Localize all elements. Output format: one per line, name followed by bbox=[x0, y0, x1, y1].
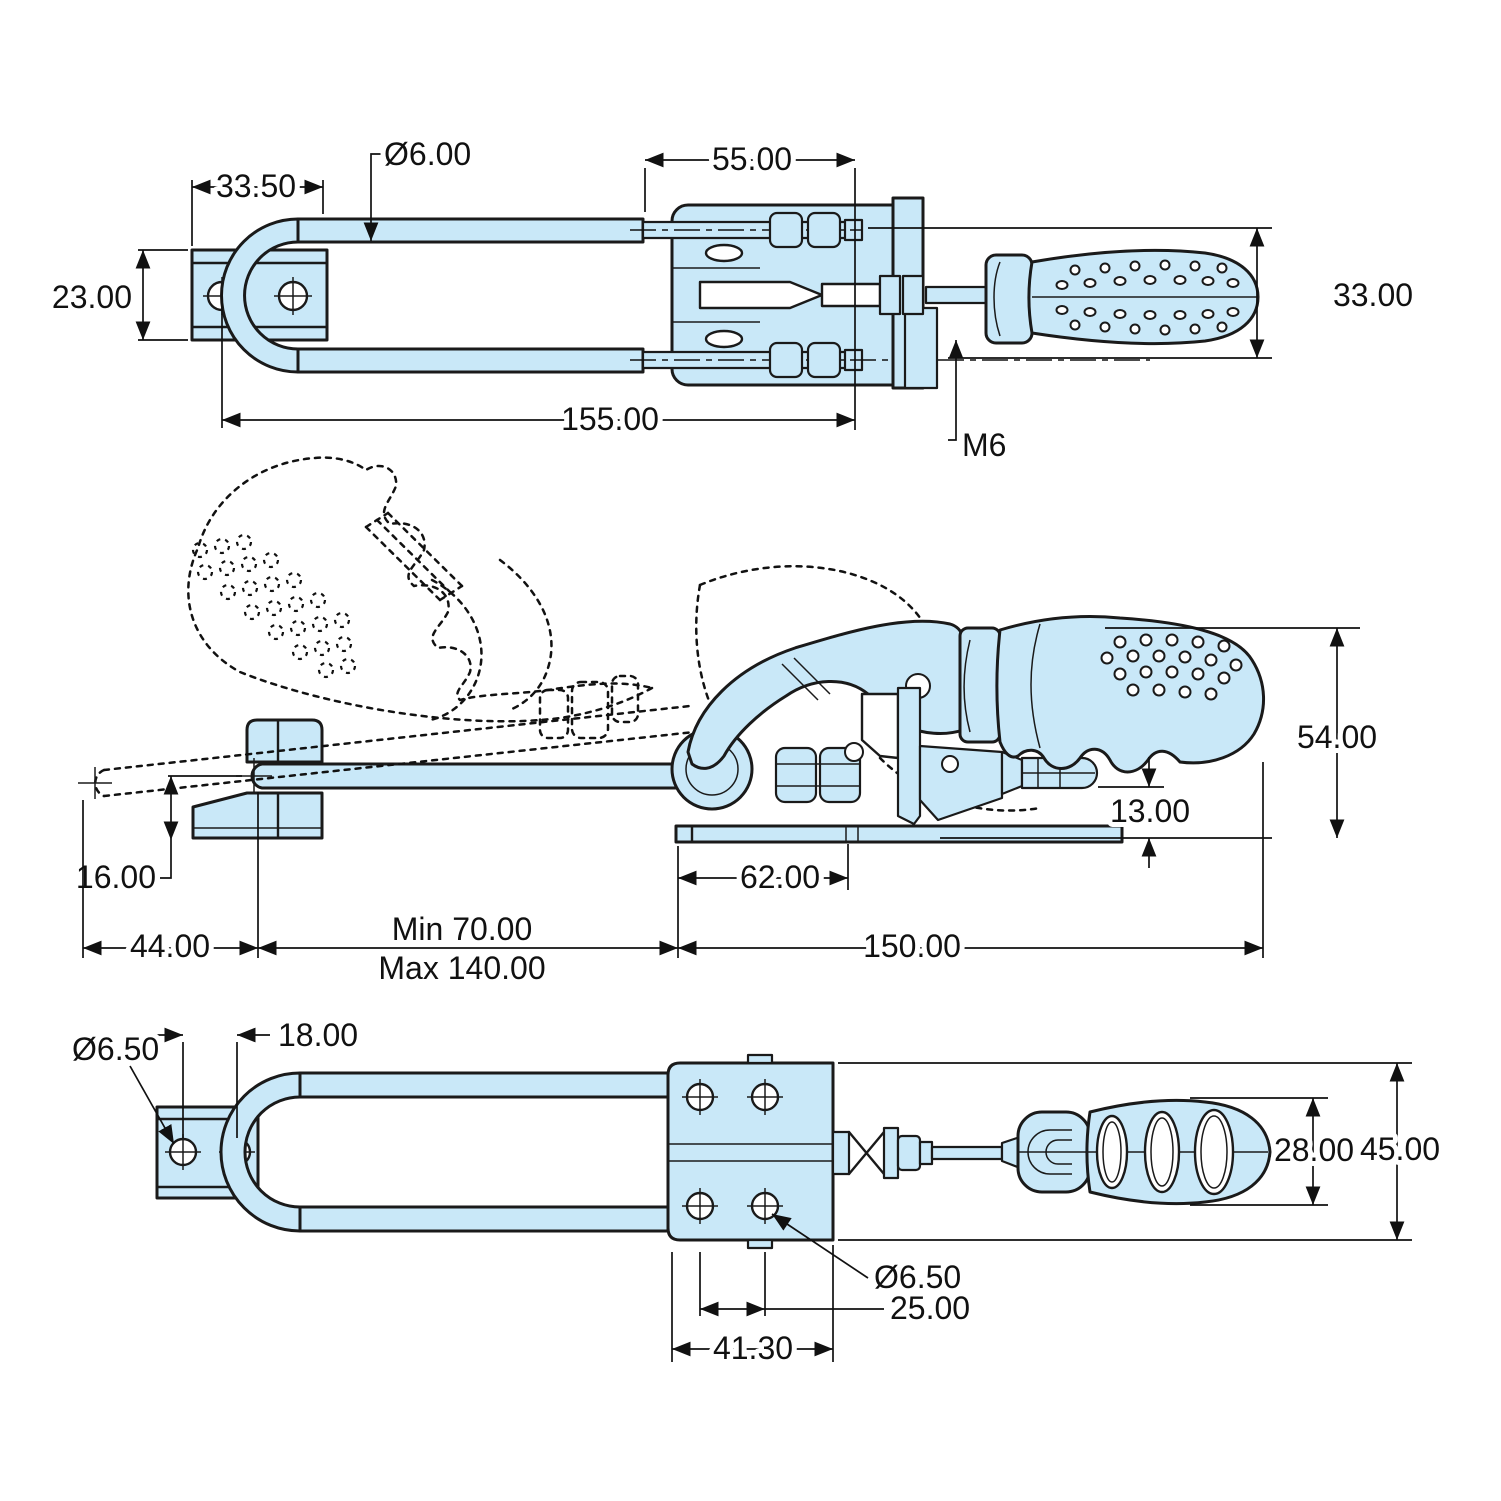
dim-base-width: 45.00 bbox=[1360, 1131, 1440, 1167]
dim-keeper-offset: 44.00 bbox=[130, 928, 210, 964]
dimensions-top-view: 33.50 Ø6.00 55.00 23.00 33.00 155.00 bbox=[47, 131, 1418, 468]
dim-spindle-height: 13.00 bbox=[1110, 793, 1190, 829]
dim-base-hole-spacing: 25.00 bbox=[890, 1290, 970, 1326]
dim-bracket-height: 23.00 bbox=[52, 279, 132, 315]
top-view: 33.50 Ø6.00 55.00 23.00 33.00 155.00 bbox=[47, 131, 1418, 468]
dim-bracket-hole-spacing: 18.00 bbox=[278, 1017, 358, 1053]
clamp-spindle bbox=[1000, 750, 1099, 796]
dim-keeper-height: 16.00 bbox=[76, 859, 156, 895]
phantom-grip-outline bbox=[187, 456, 654, 723]
dim-bracket-hole-diameter: Ø6.50 bbox=[72, 1031, 159, 1067]
handle-grip-front bbox=[958, 615, 1265, 774]
latch-rod-front bbox=[236, 758, 690, 794]
dim-base-hole-diameter: Ø6.50 bbox=[874, 1259, 961, 1295]
latch-bracket-top bbox=[190, 248, 329, 342]
dim-body-length-front: 150.00 bbox=[863, 928, 961, 964]
grip-cutout bbox=[1095, 1114, 1129, 1190]
dim-reach-min: Min 70.00 bbox=[392, 911, 533, 947]
toggle-linkage-top bbox=[698, 196, 990, 390]
toggle-linkage-bottom bbox=[831, 1126, 1022, 1180]
u-bolt-bottom bbox=[219, 1071, 670, 1233]
handle-grip-top bbox=[984, 248, 1260, 346]
grip-dot-pattern-top bbox=[1055, 259, 1240, 336]
phantom-nut-cluster bbox=[538, 674, 640, 740]
grip-dot-pattern-front bbox=[1100, 633, 1243, 701]
dim-overall-length: 155.00 bbox=[561, 401, 659, 437]
dim-rod-diameter: Ø6.00 bbox=[384, 136, 471, 172]
dim-overall-height: 54.00 bbox=[1297, 719, 1377, 755]
dim-body-length: 55.00 bbox=[712, 141, 792, 177]
base-plate-bottom bbox=[666, 1053, 835, 1250]
dim-base-hole-span: 41.30 bbox=[713, 1330, 793, 1366]
phantom-grip-dots bbox=[191, 533, 357, 679]
dim-bracket-width: 33.50 bbox=[216, 168, 296, 204]
grip-cutout bbox=[1143, 1110, 1181, 1194]
handle-grip-bottom bbox=[1016, 1098, 1272, 1206]
front-view: 16.00 44.00 Min 70.00 Max 140.00 62.00 1… bbox=[71, 456, 1382, 991]
dim-base-length: 62.00 bbox=[740, 859, 820, 895]
grip-cutout bbox=[1193, 1108, 1235, 1196]
phantom-rod-extended bbox=[78, 704, 696, 799]
adjustment-nuts-top bbox=[768, 211, 842, 379]
clamp-lever-arm bbox=[686, 619, 1004, 826]
dim-reach-max: Max 140.00 bbox=[378, 950, 545, 986]
bottom-view: 18.00 Ø6.50 28.00 45.00 Ø6.50 25.00 bbox=[67, 1012, 1445, 1371]
dim-thread-size: M6 bbox=[962, 427, 1006, 463]
base-plate-front bbox=[674, 824, 1124, 844]
dim-handle-height: 33.00 bbox=[1333, 277, 1413, 313]
dim-handle-width: 28.00 bbox=[1274, 1132, 1354, 1168]
adjustment-nuts-front bbox=[774, 742, 864, 804]
dimensions-front-view: 16.00 44.00 Min 70.00 Max 140.00 62.00 1… bbox=[71, 627, 1382, 991]
dimensions-bottom-view: 18.00 Ø6.50 28.00 45.00 Ø6.50 25.00 bbox=[67, 1012, 1445, 1371]
